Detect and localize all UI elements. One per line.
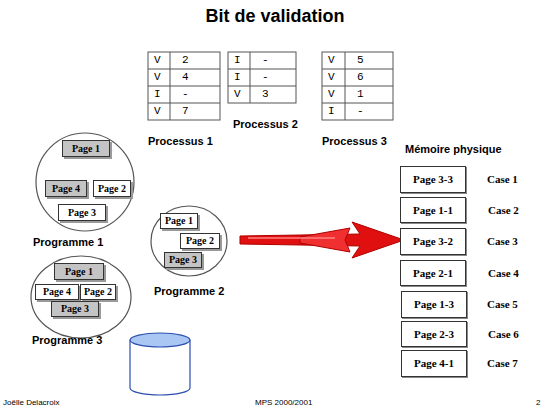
table-cell: I xyxy=(234,54,241,66)
page-label: Page 3 xyxy=(61,304,89,314)
page-box: Page 1 xyxy=(62,140,110,157)
program-ellipse xyxy=(31,256,131,338)
page-box: Page 2 xyxy=(80,284,116,300)
table-cell: V xyxy=(328,54,335,66)
page-label: Page 4 xyxy=(52,184,80,194)
table-cell: - xyxy=(182,88,189,100)
frame-number: Case 1 xyxy=(487,173,518,185)
page-box: Page 1 xyxy=(54,263,104,280)
table-cell: 1 xyxy=(357,88,364,100)
page-box: Page 3 xyxy=(164,252,202,268)
table-cell: V xyxy=(328,71,335,83)
footer-course: MPS 2000/2001 xyxy=(255,398,312,407)
page-label: Page 2 xyxy=(84,287,112,297)
frame-number: Case 4 xyxy=(488,267,519,279)
table-cell: I xyxy=(154,88,161,100)
frame-number: Case 3 xyxy=(487,235,518,247)
frame-content: Page 1-3 xyxy=(414,299,454,310)
table-cell: V xyxy=(234,88,241,100)
memory-frame: Page 3-2 xyxy=(400,228,466,255)
process-label: Processus 1 xyxy=(148,135,213,147)
program-ellipse xyxy=(36,133,134,231)
frame-content: Page 2-3 xyxy=(414,329,454,340)
memory-frame: Page 3-3 xyxy=(400,166,466,193)
page-label: Page 1 xyxy=(165,216,193,226)
frame-number: Case 2 xyxy=(488,204,519,216)
frame-content: Page 4-1 xyxy=(414,358,454,369)
frame-number: Case 6 xyxy=(488,328,519,340)
table-cell: 4 xyxy=(182,71,189,83)
red-arrow xyxy=(240,222,404,258)
memory-frame: Page 1-3 xyxy=(401,291,467,318)
table-cell: I xyxy=(328,105,335,117)
program-label: Programme 2 xyxy=(154,285,224,297)
memory-frame: Page 2-1 xyxy=(400,260,466,286)
program-circle: Programme 2Page 1Page 2Page 3 xyxy=(150,205,228,277)
memory-frame: Page 2-3 xyxy=(401,321,467,347)
slide-title: Bit de validation xyxy=(0,6,550,27)
table-cell: 6 xyxy=(357,71,364,83)
page-label: Page 1 xyxy=(72,144,100,154)
page-label: Page 2 xyxy=(98,184,126,194)
process-label: Processus 2 xyxy=(233,118,298,130)
frame-content: Page 3-2 xyxy=(413,236,453,247)
page-box: Page 2 xyxy=(180,233,220,249)
process-label: Processus 3 xyxy=(322,135,387,147)
table-cell: V xyxy=(154,105,161,117)
table-cell: 2 xyxy=(182,54,189,66)
table-cell: 7 xyxy=(182,105,189,117)
page-label: Page 2 xyxy=(186,236,214,246)
page-label: Page 3 xyxy=(68,208,96,218)
page-box: Page 4 xyxy=(35,284,79,300)
table-cell: - xyxy=(357,105,364,117)
disk-symbol xyxy=(130,333,190,395)
page-box: Page 3 xyxy=(51,301,99,317)
page-box: Page 1 xyxy=(160,213,198,229)
table-cell: - xyxy=(262,71,269,83)
program-ellipse xyxy=(151,206,227,276)
table-cell: I xyxy=(234,71,241,83)
table-cell: V xyxy=(328,88,335,100)
memory-frame: Page 4-1 xyxy=(401,350,467,377)
program-label: Programme 3 xyxy=(32,334,102,346)
frame-content: Page 2-1 xyxy=(413,268,453,279)
frame-content: Page 1-1 xyxy=(413,205,453,216)
footer-author: Joëlle Delacroix xyxy=(3,398,59,407)
page-label: Page 4 xyxy=(43,287,71,297)
program-label: Programme 1 xyxy=(33,236,103,248)
program-circle: Programme 3Page 1Page 4Page 2Page 3 xyxy=(30,255,132,339)
page-box: Page 2 xyxy=(93,180,131,197)
page-table-grid xyxy=(148,52,393,120)
page-box: Page 3 xyxy=(58,204,106,221)
table-cell: V xyxy=(154,54,161,66)
memory-heading: Mémoire physique xyxy=(405,143,502,155)
page-box: Page 4 xyxy=(45,180,87,197)
table-cell: V xyxy=(154,71,161,83)
program-circle: Programme 1Page 1Page 4Page 2Page 3 xyxy=(35,132,135,232)
table-cell: 5 xyxy=(357,54,364,66)
frame-number: Case 5 xyxy=(487,298,518,310)
table-cell: - xyxy=(262,54,269,66)
page-label: Page 3 xyxy=(169,255,197,265)
page-number: 2 xyxy=(536,398,540,407)
frame-content: Page 3-3 xyxy=(413,174,453,185)
frame-number: Case 7 xyxy=(487,357,518,369)
memory-frame: Page 1-1 xyxy=(400,197,466,223)
table-cell: 3 xyxy=(262,88,269,100)
page-label: Page 1 xyxy=(65,267,93,277)
